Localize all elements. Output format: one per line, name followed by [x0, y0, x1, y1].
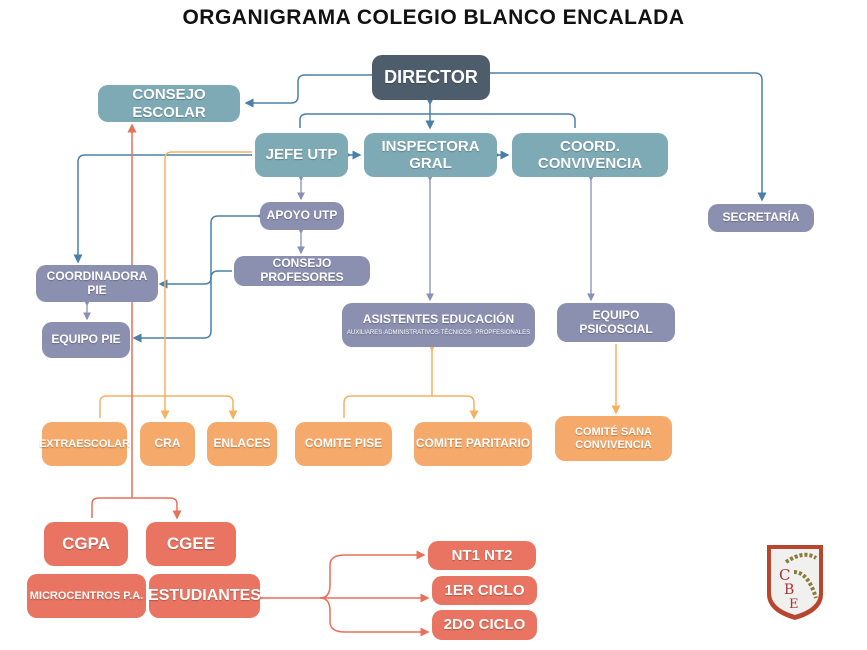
svg-text:C: C: [779, 566, 790, 584]
node-cgpa[interactable]: CGPA: [44, 522, 128, 566]
node-label: DIRECTOR: [384, 67, 478, 88]
node-label: CONSEJO PROFESORES: [260, 256, 344, 284]
node-label: CRA: [154, 436, 181, 451]
line-branch-comites: [343, 395, 479, 420]
node-comite-paritario[interactable]: COMITE PARITARIO: [414, 422, 532, 466]
node-label: 2DO CICLO: [443, 616, 526, 634]
node-consejo-profesores[interactable]: CONSEJO PROFESORES: [234, 256, 370, 286]
line-director-consejo: [244, 74, 372, 108]
node-label: COORDINADORA PIE: [46, 268, 148, 297]
node-label: CGEE: [166, 534, 216, 554]
node-extraescolar[interactable]: EXTRAESCOLAR: [38, 422, 131, 466]
node-label: ENLACES: [213, 436, 271, 451]
node-consejo-escolar[interactable]: CONSEJO ESCOLAR: [98, 85, 240, 122]
node-microcentros[interactable]: MICROCENTROS P.A.: [27, 574, 146, 618]
line-director-secretaria: [482, 68, 767, 202]
node-equipo-pie[interactable]: EQUIPO PIE: [42, 322, 130, 358]
node-apoyo-utp[interactable]: APOYO UTP: [260, 202, 344, 230]
line-director-branch: [299, 113, 576, 128]
chart-title: ORGANIGRAMA COLEGIO BLANCO ENCALADA: [182, 6, 685, 29]
node-label: COMITÉ SANA CONVIVENCIA: [575, 425, 652, 451]
svg-text:E: E: [789, 597, 799, 612]
node-label: CONSEJO ESCOLAR: [132, 86, 206, 121]
line-profesores-pie: [158, 270, 232, 289]
line-to-2ciclo: [319, 597, 430, 637]
node-coordinadora-pie[interactable]: COORDINADORA PIE: [36, 265, 158, 302]
node-label: MICROCENTROS P.A.: [29, 589, 144, 602]
node-inspectora-gral[interactable]: INSPECTORA GRAL: [364, 133, 497, 177]
node-label: ASISTENTES EDUCACIÓN: [362, 312, 515, 327]
node-sublabel: AUXILIARES·ADMINISTRATIVOS·TÉCNICOS ·PRO…: [346, 329, 531, 336]
line-utp-cra: [160, 151, 252, 420]
node-nt1-nt2[interactable]: NT1 NT2: [428, 541, 536, 570]
school-logo: C B E: [767, 545, 823, 620]
node-label: INSPECTORA GRAL: [381, 137, 480, 172]
line-to-nt: [319, 550, 426, 599]
node-label: EQUIPO PIE: [51, 332, 121, 347]
node-comite-sana-convivencia[interactable]: COMITÉ SANA CONVIVENCIA: [555, 416, 672, 461]
node-label: SECRETARÍA: [722, 210, 800, 225]
node-label: APOYO UTP: [266, 208, 338, 223]
node-coord-convivencia[interactable]: COORD. CONVIVENCIA: [512, 133, 668, 177]
node-label: JEFE UTP: [265, 146, 338, 164]
node-director[interactable]: DIRECTOR: [372, 55, 490, 100]
node-enlaces[interactable]: ENLACES: [207, 422, 277, 466]
node-estudiantes[interactable]: ESTUDIANTES: [148, 574, 261, 618]
node-secretaria[interactable]: SECRETARÍA: [708, 204, 814, 232]
node-label: EQUIPO PSICOSCIAL: [579, 307, 653, 336]
node-label: EXTRAESCOLAR: [38, 437, 131, 450]
svg-text:B: B: [784, 582, 794, 598]
line-branch-extra: [99, 395, 238, 420]
node-label: CGPA: [62, 534, 110, 554]
node-cgee[interactable]: CGEE: [146, 522, 236, 566]
node-label: COMITE PARITARIO: [415, 436, 531, 451]
node-label: COORD. CONVIVENCIA: [537, 137, 643, 172]
node-label: ESTUDIANTES: [148, 586, 261, 604]
node-label: 1ER CICLO: [444, 581, 525, 599]
node-equipo-psicosocial[interactable]: EQUIPO PSICOSCIAL: [557, 303, 675, 342]
node-2do-ciclo[interactable]: 2DO CICLO: [432, 610, 537, 640]
line-branch-cgpa-cgee: [91, 497, 182, 520]
node-label: COMITE PISE: [304, 436, 383, 451]
line-utp-pie: [73, 154, 252, 264]
node-asistentes-educacion[interactable]: ASISTENTES EDUCACIÓN AUXILIARES·ADMINISTR…: [342, 303, 535, 347]
node-1er-ciclo[interactable]: 1ER CICLO: [432, 576, 537, 605]
node-comite-pise[interactable]: COMITE PISE: [295, 422, 392, 466]
node-jefe-utp[interactable]: JEFE UTP: [255, 133, 348, 177]
node-label: NT1 NT2: [451, 546, 513, 564]
node-cra[interactable]: CRA: [140, 422, 195, 466]
